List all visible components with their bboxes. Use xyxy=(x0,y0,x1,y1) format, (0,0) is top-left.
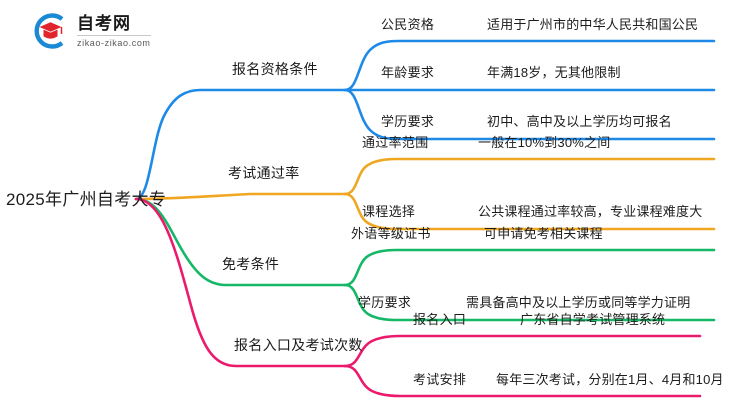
branch-pink-to-leaf-1 xyxy=(343,334,702,368)
branch-label-exemption[interactable]: 免考条件 xyxy=(222,256,280,272)
graduation-cap-icon xyxy=(28,10,70,52)
leaf-value-exam-schedule[interactable]: 每年三次考试，分别在1月、4月和10月 xyxy=(496,372,724,387)
site-logo: 自考网 zikao-zikao.com xyxy=(28,10,151,52)
branch-orange-to-leaf-1 xyxy=(343,157,716,196)
root-to-branch-orange xyxy=(134,192,347,201)
branch-label-registration-eligibility[interactable]: 报名资格条件 xyxy=(232,61,318,77)
logo-wordmark: 自考网 zikao-zikao.com xyxy=(77,15,151,48)
leaf-value-exemption-education[interactable]: 需具备高中及以上学历或同等学力证明 xyxy=(466,295,691,310)
branch-green-to-leaf-1 xyxy=(343,248,716,287)
leaf-value-citizenship[interactable]: 适用于广州市的中华人民共和国公民 xyxy=(487,17,699,32)
mindmap-root-node[interactable]: 2025年广州自考大专 xyxy=(6,190,167,209)
leaf-key-language-certificate[interactable]: 外语等级证书 xyxy=(351,226,431,241)
leaf-key-education-requirement[interactable]: 学历要求 xyxy=(381,114,435,129)
branch-label-entry-and-frequency[interactable]: 报名入口及考试次数 xyxy=(234,337,363,353)
leaf-key-pass-rate-range[interactable]: 通过率范围 xyxy=(362,135,429,150)
leaf-value-language-certificate[interactable]: 可申请免考相关课程 xyxy=(484,226,603,241)
leaf-value-education-requirement[interactable]: 初中、高中及以上学历均可报名 xyxy=(487,114,672,129)
logo-name: 自考网 xyxy=(77,15,151,36)
root-to-branch-green xyxy=(134,197,347,287)
leaf-key-exemption-education[interactable]: 学历要求 xyxy=(358,295,412,310)
root-to-branch-blue xyxy=(134,88,347,201)
logo-url: zikao-zikao.com xyxy=(77,37,151,48)
leaf-value-registration-portal[interactable]: 广东省自学考试管理系统 xyxy=(520,312,666,327)
branch-label-pass-rate[interactable]: 考试通过率 xyxy=(228,165,300,181)
leaf-key-course-selection[interactable]: 课程选择 xyxy=(362,204,416,219)
leaf-value-pass-rate-range[interactable]: 一般在10%到30%之间 xyxy=(478,135,611,150)
leaf-key-age-requirement[interactable]: 年龄要求 xyxy=(381,65,435,80)
leaf-key-citizenship[interactable]: 公民资格 xyxy=(381,17,435,32)
leaf-key-registration-portal[interactable]: 报名入口 xyxy=(413,312,467,327)
leaf-value-course-selection[interactable]: 公共课程通过率较高，专业课程难度大 xyxy=(478,204,703,219)
leaf-key-exam-schedule[interactable]: 考试安排 xyxy=(413,372,467,387)
leaf-value-age-requirement[interactable]: 年满18岁，无其他限制 xyxy=(487,65,621,80)
